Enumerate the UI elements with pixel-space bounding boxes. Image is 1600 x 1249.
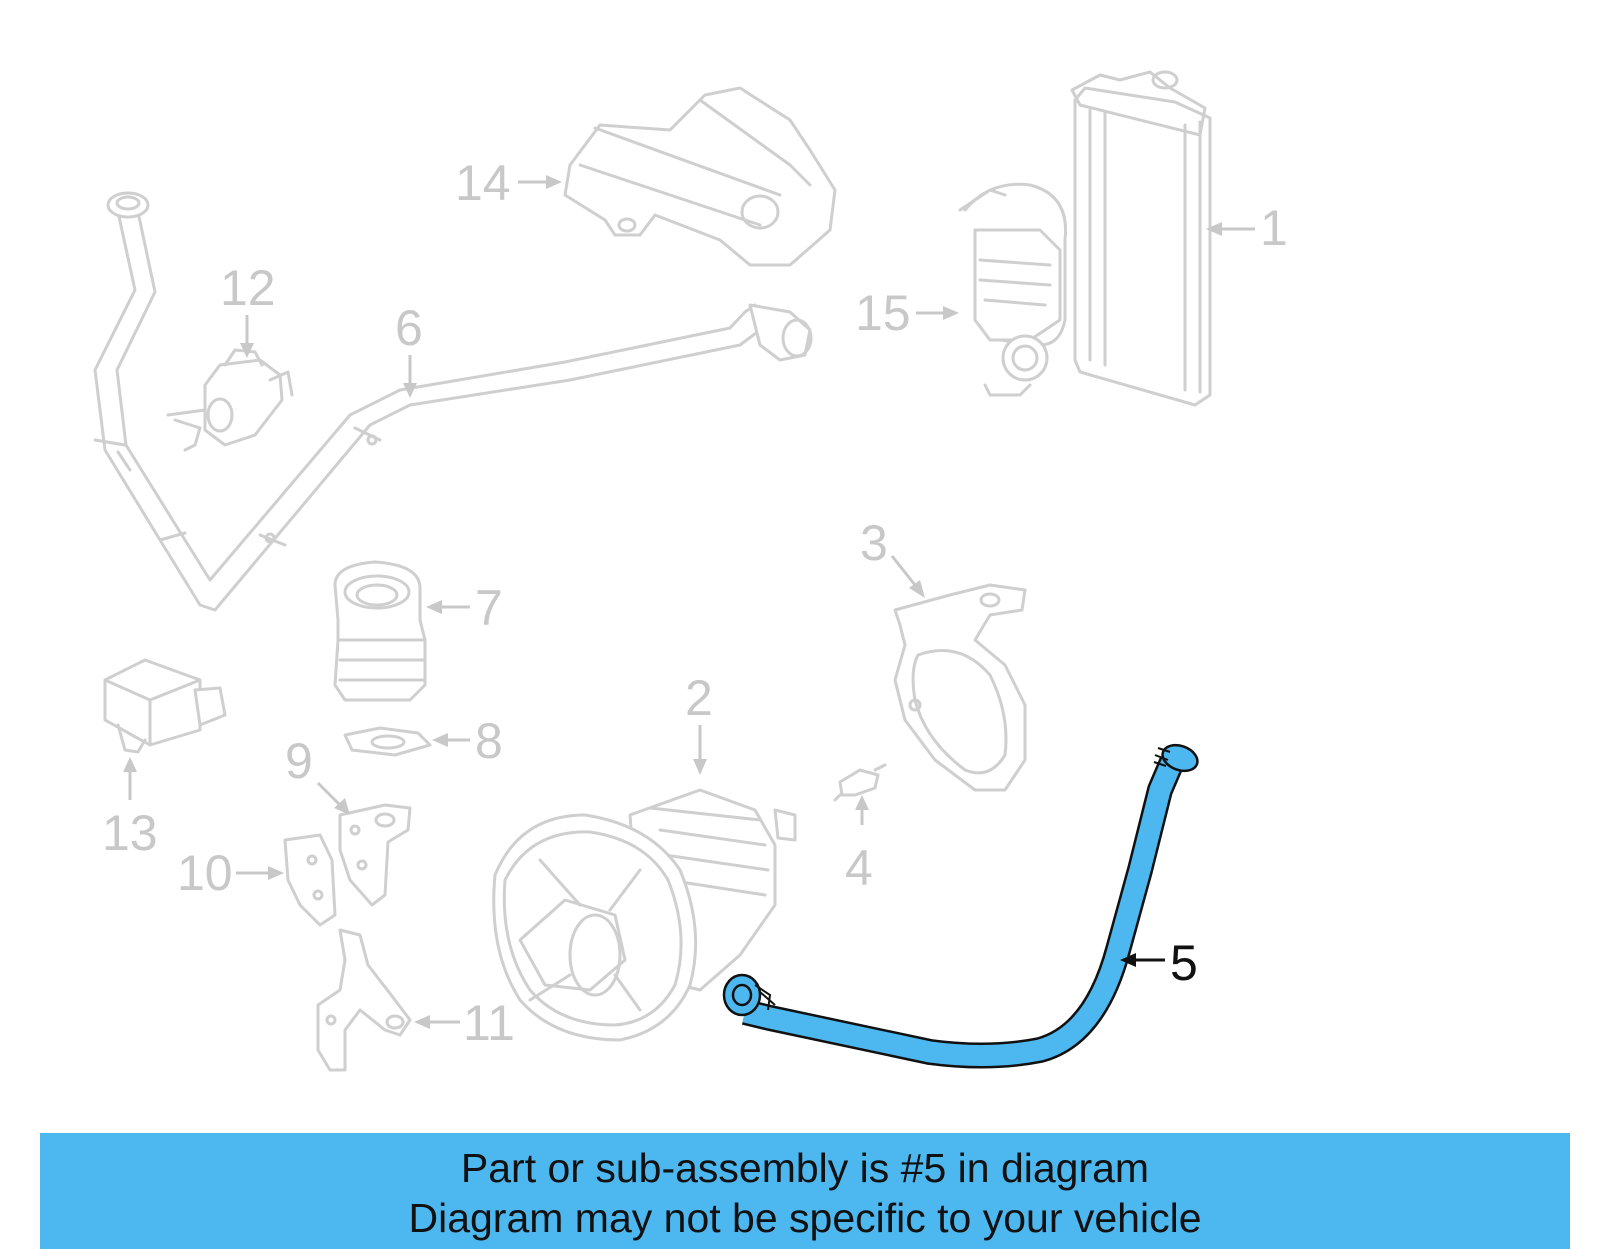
callout-10: 10	[177, 845, 233, 901]
part-4-valve	[833, 763, 887, 802]
part-10-plate	[283, 833, 337, 927]
callout-5: 5	[1170, 935, 1198, 991]
caption-line-part-number: Part or sub-assembly is #5 in diagram	[460, 1145, 1150, 1191]
part-1-canister	[1070, 70, 1212, 407]
callout-arrows	[123, 175, 1255, 1029]
part-9-bracket	[338, 803, 412, 907]
part-13-sensor	[103, 658, 227, 754]
part-3-bracket	[893, 583, 1027, 792]
part-5-hose[interactable]	[722, 741, 1201, 1069]
callout-9: 9	[285, 733, 313, 789]
part-8-gasket	[343, 726, 432, 757]
caption-bar: Part or sub-assembly is #5 in diagram Di…	[40, 1133, 1570, 1249]
part-11-bracket	[316, 928, 412, 1072]
part-2-air-pump	[492, 788, 797, 1042]
callout-12: 12	[220, 260, 276, 316]
callout-14: 14	[455, 155, 511, 211]
callout-6: 6	[395, 300, 423, 356]
callout-1: 1	[1260, 200, 1288, 256]
callout-2: 2	[685, 670, 713, 726]
callout-3: 3	[860, 515, 888, 571]
callout-7: 7	[475, 580, 503, 636]
callout-11: 11	[463, 995, 515, 1051]
callout-labels: 1 2 3 4 5 6 7 8 9 10 11 12 13 14 15	[102, 155, 1288, 1051]
part-6-pipe	[93, 191, 813, 612]
part-12-valve	[166, 348, 294, 452]
callout-8: 8	[475, 713, 503, 769]
part-15-valve	[958, 182, 1068, 397]
callout-4: 4	[845, 840, 873, 896]
callout-15: 15	[855, 285, 911, 341]
caption-line-disclaimer: Diagram may not be specific to your vehi…	[408, 1195, 1202, 1241]
callout-13: 13	[102, 805, 158, 861]
part-7-valve	[333, 560, 427, 702]
part-14-cover	[563, 86, 837, 267]
